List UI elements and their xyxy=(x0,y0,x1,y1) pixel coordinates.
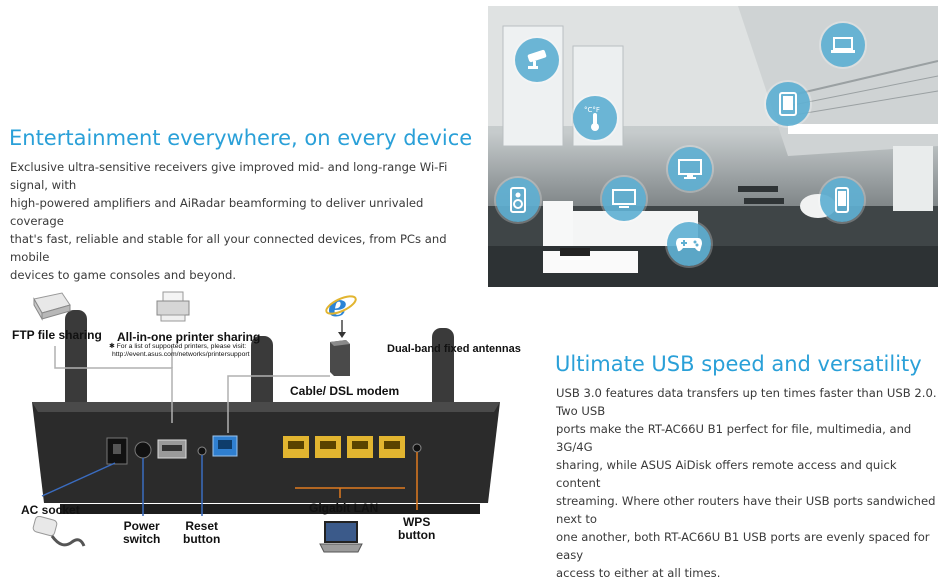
laptop-icon xyxy=(318,520,364,554)
section1-line: devices to game consoles and beyond. xyxy=(10,268,237,282)
wps-button-line1: WPS xyxy=(402,515,431,529)
tv-icon xyxy=(668,147,712,191)
section2-title: Ultimate USB speed and versatility xyxy=(555,352,922,376)
smartphone-icon xyxy=(820,178,864,222)
section2-line: sharing, while ASUS AiDisk offers remote… xyxy=(556,458,897,490)
section2-line: access to either at all times. xyxy=(556,566,721,580)
printer-icon xyxy=(155,291,191,323)
section1-description: Exclusive ultra-sensitive receivers give… xyxy=(10,158,480,284)
modem-label: Cable/ DSL modem xyxy=(290,384,400,398)
section1-line: that's fast, reliable and stable for all… xyxy=(10,232,447,264)
reset-button-label: Reset button xyxy=(183,520,220,546)
antennas-label: Dual-band fixed antennas xyxy=(387,343,521,355)
reset-button-line2: button xyxy=(183,532,221,546)
printer-support-url[interactable]: http://event.asus.com/networks/printersu… xyxy=(112,351,250,358)
modem-icon xyxy=(328,338,352,378)
svg-text:°C°F: °C°F xyxy=(584,106,600,114)
tablet-icon xyxy=(766,82,810,126)
power-plug-icon xyxy=(30,515,86,552)
wps-button-line2: button xyxy=(398,528,436,542)
ac-socket-label: AC socket xyxy=(21,503,80,517)
section2-line: ports make the RT-AC66U B1 perfect for f… xyxy=(556,422,912,454)
section2-description: USB 3.0 features data transfers up ten t… xyxy=(556,384,941,582)
section2-line: USB 3.0 features data transfers up ten t… xyxy=(556,386,937,418)
power-switch-label: Power switch xyxy=(123,520,160,546)
gamepad-icon xyxy=(667,222,711,266)
laptop-icon xyxy=(821,23,865,67)
ftp-file-sharing-label: FTP file sharing xyxy=(12,328,102,342)
section2-line: one another, both RT-AC66U B1 USB ports … xyxy=(556,530,930,562)
power-switch-line2: switch xyxy=(123,532,161,546)
internet-explorer-icon: e xyxy=(324,288,358,324)
power-switch-line1: Power xyxy=(123,519,160,533)
speaker-icon xyxy=(496,178,540,222)
wps-button-label: WPS button xyxy=(398,516,435,542)
smart-home-photo: °C°F xyxy=(488,6,938,287)
section2-line: streaming. Where other routers have thei… xyxy=(556,494,936,526)
reset-button-line1: Reset xyxy=(185,519,218,533)
camera-icon xyxy=(515,38,559,82)
gigabit-lan-label: Gigabit LAN xyxy=(309,501,379,515)
monitor-icon xyxy=(602,177,646,221)
printer-support-note: ✱ For a list of supported printers, plea… xyxy=(109,343,250,359)
printer-sharing-label: All-in-one printer sharing xyxy=(117,330,261,344)
thermometer-icon: °C°F xyxy=(573,96,617,140)
section1-line: high-powered amplifiers and AiRadar beam… xyxy=(10,196,424,228)
section1-line: Exclusive ultra-sensitive receivers give… xyxy=(10,160,448,192)
router-diagram: e FTP file sharing All-in-one printer sh… xyxy=(0,288,540,573)
hard-drive-icon xyxy=(32,291,72,321)
section1-title: Entertainment everywhere, on every devic… xyxy=(9,126,473,150)
printer-note-line: ✱ For a list of supported printers, plea… xyxy=(109,343,247,350)
